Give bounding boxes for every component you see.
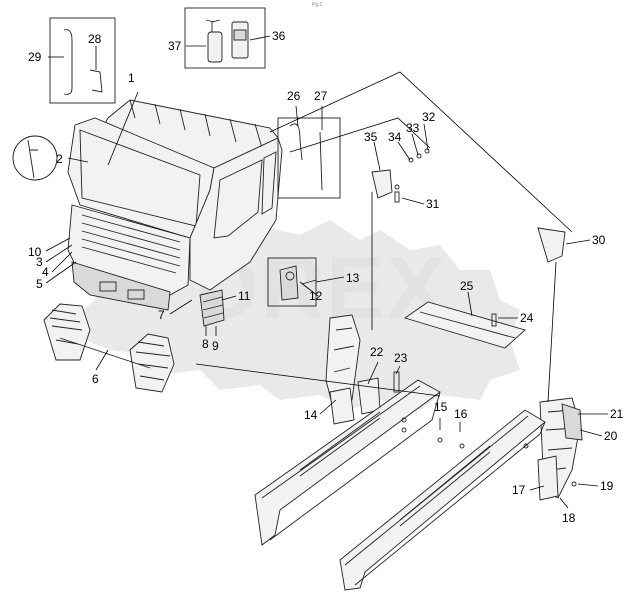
callout-17: 17 — [512, 483, 526, 497]
fire-extinguisher-kit — [184, 7, 266, 69]
hoses — [277, 117, 341, 199]
callout-32: 32 — [422, 110, 436, 124]
front-suspension — [43, 303, 175, 393]
callout-36: 36 — [272, 29, 286, 43]
cab-assembly — [67, 99, 283, 327]
callout-22: 22 — [370, 345, 384, 359]
callout-11: 11 — [238, 289, 251, 303]
callout-1: 1 — [128, 71, 135, 85]
callout-23: 23 — [394, 351, 408, 365]
guide-lines — [195, 71, 573, 403]
callout-leaders — [45, 35, 608, 509]
callout-37: 37 — [168, 39, 182, 53]
crossmember — [403, 301, 526, 349]
callout-9: 9 — [212, 339, 219, 353]
callout-12: 12 — [309, 289, 323, 303]
frame-rails — [254, 379, 546, 591]
callout-8: 8 — [202, 337, 209, 351]
callout-5: 5 — [36, 277, 43, 291]
callout-2: 2 — [56, 152, 63, 166]
callout-29: 29 — [28, 50, 42, 64]
callout-15: 15 — [434, 400, 448, 414]
callout-26: 26 — [287, 89, 301, 103]
mirror-detail — [12, 135, 58, 181]
callout-27: 27 — [314, 89, 328, 103]
rear-mount-left — [325, 314, 400, 425]
callout-16: 16 — [454, 407, 468, 421]
callout-21: 21 — [610, 407, 624, 421]
callout-7: 7 — [158, 308, 165, 322]
callout-25: 25 — [460, 279, 474, 293]
callout-35: 35 — [364, 130, 378, 144]
mount-brackets — [371, 148, 566, 263]
callout-14: 14 — [304, 408, 318, 422]
callout-34: 34 — [388, 130, 402, 144]
callout-10: 10 — [28, 245, 42, 259]
callout-6: 6 — [92, 372, 99, 386]
callout-13: 13 — [346, 271, 360, 285]
callout-33: 33 — [406, 121, 420, 135]
callout-18: 18 — [562, 511, 576, 525]
grab-handles — [49, 17, 116, 104]
callout-19: 19 — [600, 479, 614, 493]
callout-30: 30 — [592, 233, 606, 247]
callout-24: 24 — [520, 311, 534, 325]
callout-31: 31 — [426, 197, 440, 211]
header-mark: Pg.1 — [312, 2, 323, 8]
callout-3: 3 — [36, 255, 43, 269]
callout-28: 28 — [88, 32, 102, 46]
rear-mount-right — [515, 397, 583, 501]
callout-4: 4 — [42, 265, 49, 279]
callout-20: 20 — [604, 429, 618, 443]
callout-labels: 1 2 3 4 5 6 7 8 9 10 11 12 13 14 15 16 1… — [28, 29, 624, 525]
